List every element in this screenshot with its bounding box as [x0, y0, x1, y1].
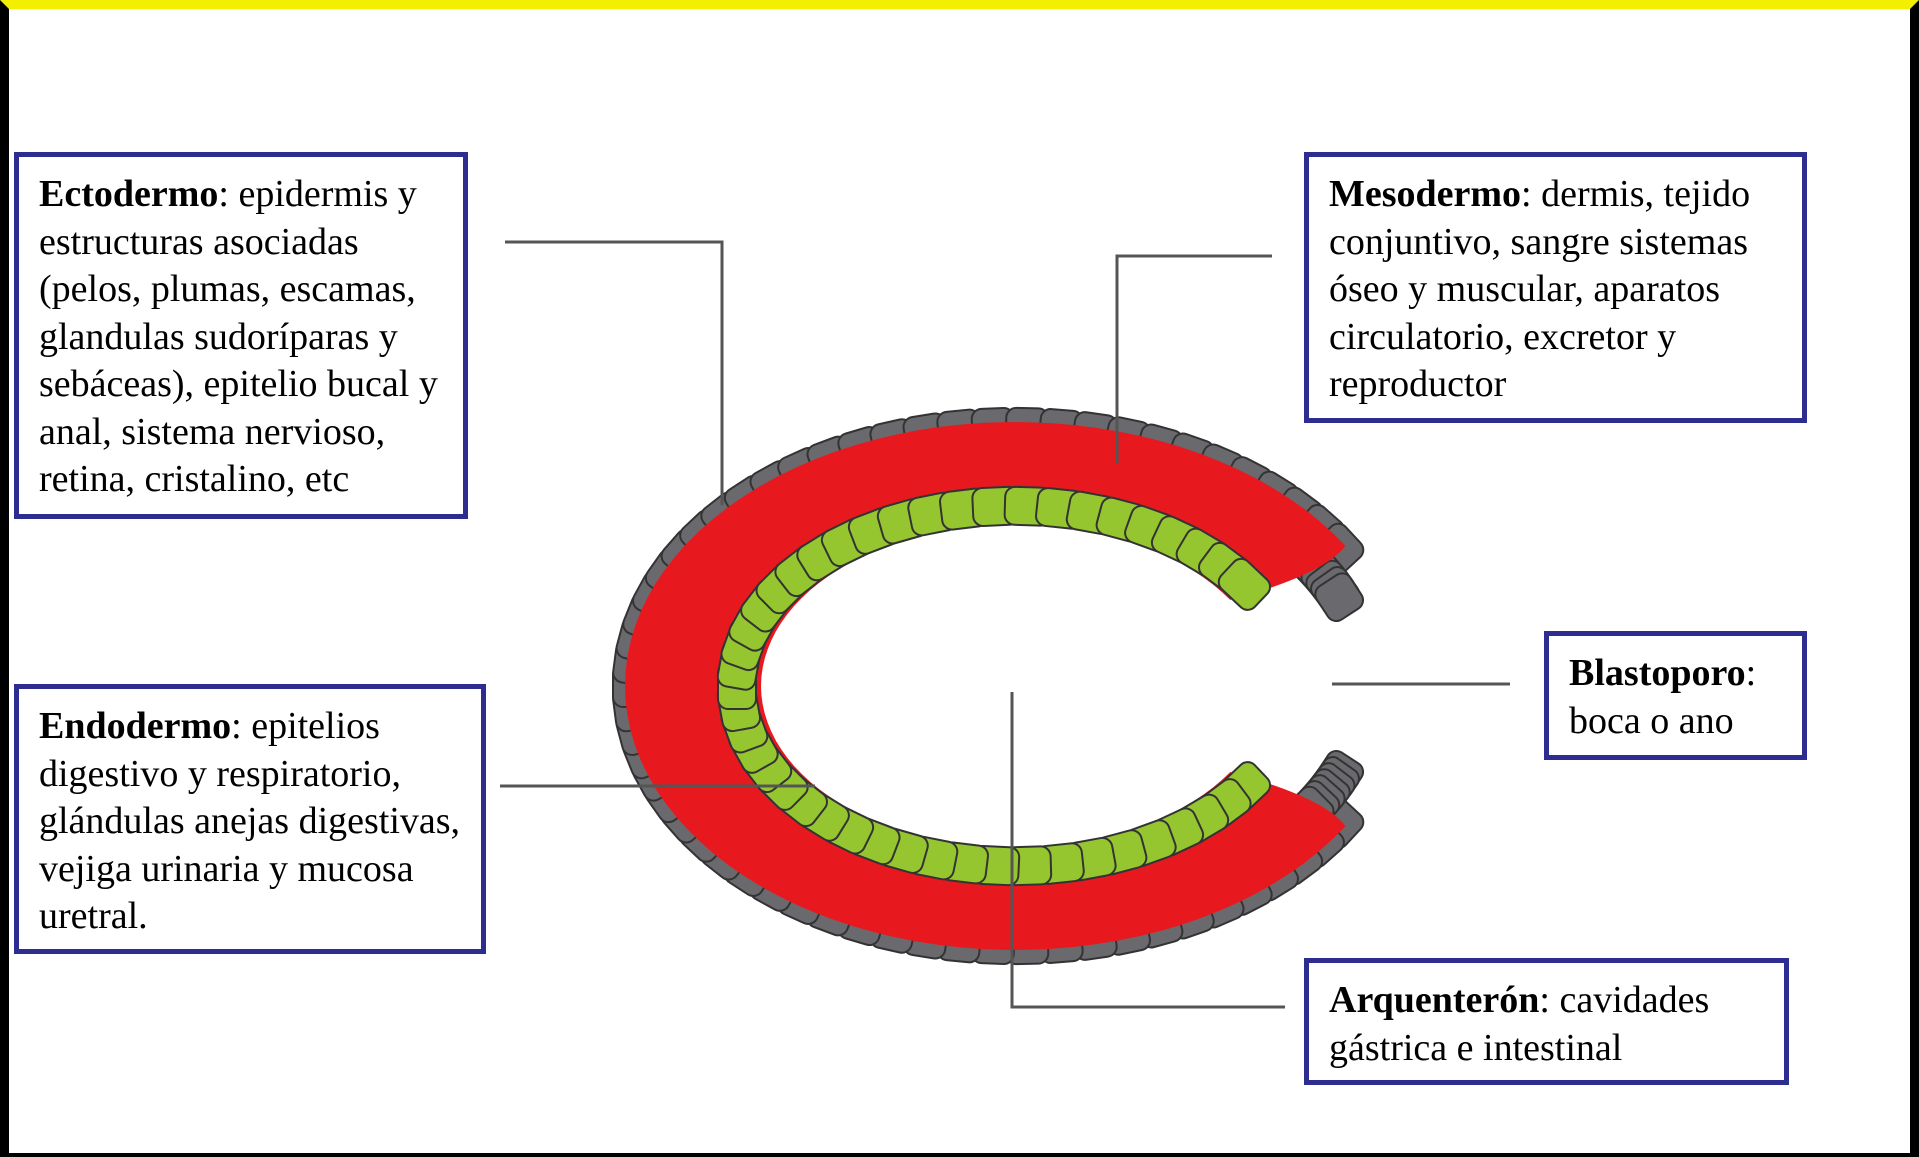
ectodermo-label-box: Ectodermo: epidermis y estructuras asoci… [14, 152, 468, 519]
mesodermo-term: Mesodermo [1329, 173, 1521, 215]
arquenteron-label-box: Arquenterón: cavidades gástrica e intest… [1304, 958, 1789, 1085]
ectodermo-description: : epidermis y estructuras asociadas (pel… [39, 173, 438, 500]
endodermo-term: Endodermo [39, 705, 231, 747]
arquenteron-term: Arquenterón [1329, 979, 1539, 1021]
mesodermo-label-box: Mesodermo: dermis, tejido conjuntivo, sa… [1304, 152, 1807, 423]
blastoporo-term: Blastoporo [1569, 652, 1746, 694]
ectodermo-leader-line [505, 242, 722, 505]
blastoporo-label-box: Blastoporo: boca o ano [1544, 631, 1807, 760]
ectodermo-term: Ectodermo [39, 173, 218, 215]
endodermo-label-box: Endodermo: epitelios digestivo y respira… [14, 684, 486, 954]
